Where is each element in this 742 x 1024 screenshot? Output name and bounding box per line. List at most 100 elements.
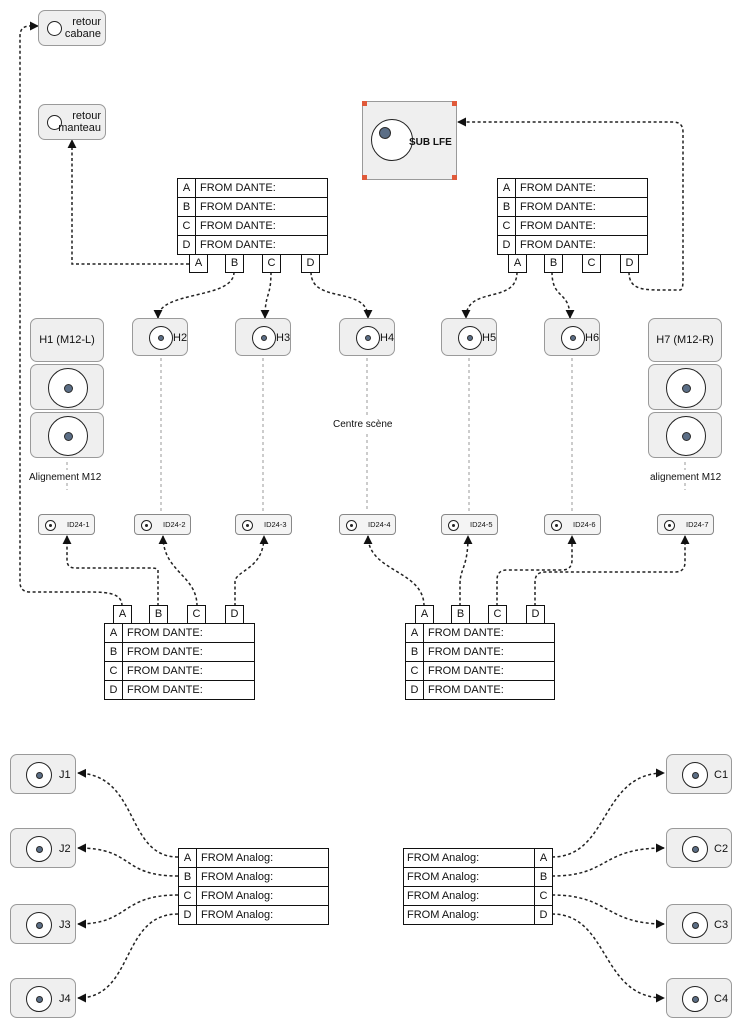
speaker-cone-icon bbox=[666, 416, 706, 456]
c1-speaker: C1 bbox=[666, 754, 732, 794]
wire-an-l-c-j3 bbox=[77, 894, 179, 929]
wire-rt-a-h5 bbox=[461, 271, 518, 319]
return-cabane-speaker: retour cabane bbox=[38, 10, 106, 46]
wire-bl-c-id24-2 bbox=[158, 535, 198, 607]
port-d: D bbox=[301, 254, 320, 273]
id24-box-7: ID24-7 bbox=[657, 514, 714, 535]
wire-an-l-d-j4 bbox=[77, 913, 179, 1003]
wire-lt-a-manteau bbox=[67, 139, 189, 265]
connector-icon bbox=[141, 520, 152, 531]
speaker-cone-icon bbox=[47, 21, 62, 36]
h1-speaker-lower bbox=[30, 412, 104, 458]
connector-icon bbox=[664, 520, 675, 531]
table-row: FROM Analog:D bbox=[404, 906, 552, 925]
j4-speaker: J4 bbox=[10, 978, 76, 1018]
analog-table-right: FROM Analog:A FROM Analog:B FROM Analog:… bbox=[403, 848, 553, 925]
alignment-label-right: alignement M12 bbox=[650, 472, 722, 483]
h1-speaker-upper bbox=[30, 364, 104, 410]
wire-bl-b-id24-1 bbox=[62, 535, 159, 606]
port-a: A bbox=[508, 254, 527, 273]
id24-box-6: ID24-6 bbox=[544, 514, 601, 535]
wire-lt-b-h2 bbox=[153, 271, 235, 319]
alignment-label-left: Alignement M12 bbox=[29, 472, 102, 483]
return-manteau-label: retour manteau bbox=[58, 110, 101, 134]
wire-an-r-a-c1 bbox=[551, 768, 665, 858]
dashed-connectors bbox=[19, 21, 690, 1003]
wire-rt-b-h6 bbox=[551, 271, 575, 319]
port-a: A bbox=[113, 605, 132, 624]
port-c: C bbox=[187, 605, 206, 624]
wire-an-r-d-c4 bbox=[551, 913, 665, 1003]
sub-lfe-label: SUB LFE bbox=[409, 137, 452, 148]
h7-speaker-upper bbox=[648, 364, 722, 410]
port-c: C bbox=[262, 254, 281, 273]
connector-icon bbox=[551, 520, 562, 531]
wire-br-c-id24-6 bbox=[496, 535, 577, 606]
speaker-cone-icon bbox=[47, 115, 62, 130]
wire-lt-c-h3 bbox=[260, 271, 272, 319]
connector-icon bbox=[45, 520, 56, 531]
sub-woofer-center bbox=[379, 127, 391, 139]
port-d: D bbox=[225, 605, 244, 624]
connector-icon bbox=[242, 520, 253, 531]
port-d: D bbox=[526, 605, 545, 624]
j3-speaker: J3 bbox=[10, 904, 76, 944]
j1-speaker: J1 bbox=[10, 754, 76, 794]
h3-speaker: H3 bbox=[235, 318, 291, 356]
h4-speaker: H4 bbox=[339, 318, 395, 356]
h2-speaker: H2 bbox=[132, 318, 188, 356]
sub-lfe-speaker: SUB LFE bbox=[362, 101, 457, 180]
wire-an-l-b-j2 bbox=[77, 843, 179, 877]
wire-an-l-a-j1 bbox=[77, 768, 179, 858]
port-b: B bbox=[225, 254, 244, 273]
return-cabane-label: retour cabane bbox=[64, 16, 101, 40]
port-b: B bbox=[149, 605, 168, 624]
table-row: FROM Analog:C bbox=[404, 887, 552, 906]
id24-box-4: ID24-4 bbox=[339, 514, 396, 535]
sub-woofer-icon bbox=[371, 119, 413, 161]
h1-header: H1 (M12-L) bbox=[30, 318, 104, 362]
h5-speaker: H5 bbox=[441, 318, 497, 356]
id24-box-5: ID24-5 bbox=[441, 514, 498, 535]
h6-speaker: H6 bbox=[544, 318, 600, 356]
port-a: A bbox=[189, 254, 208, 273]
table-row: FROM Analog:B bbox=[404, 868, 552, 887]
id24-box-2: ID24-2 bbox=[134, 514, 191, 535]
port-a: A bbox=[415, 605, 434, 624]
c3-speaker: C3 bbox=[666, 904, 732, 944]
wire-bl-a-cabane bbox=[19, 21, 123, 607]
c4-speaker: C4 bbox=[666, 978, 732, 1018]
j2-speaker: J2 bbox=[10, 828, 76, 868]
wire-an-r-b-c2 bbox=[551, 843, 665, 877]
connector-icon bbox=[448, 520, 459, 531]
table-row: FROM Analog:A bbox=[404, 849, 552, 868]
id24-box-3: ID24-3 bbox=[235, 514, 292, 535]
port-d: D bbox=[620, 254, 639, 273]
h7-header: H7 (M12-R) bbox=[648, 318, 722, 362]
port-c: C bbox=[582, 254, 601, 273]
